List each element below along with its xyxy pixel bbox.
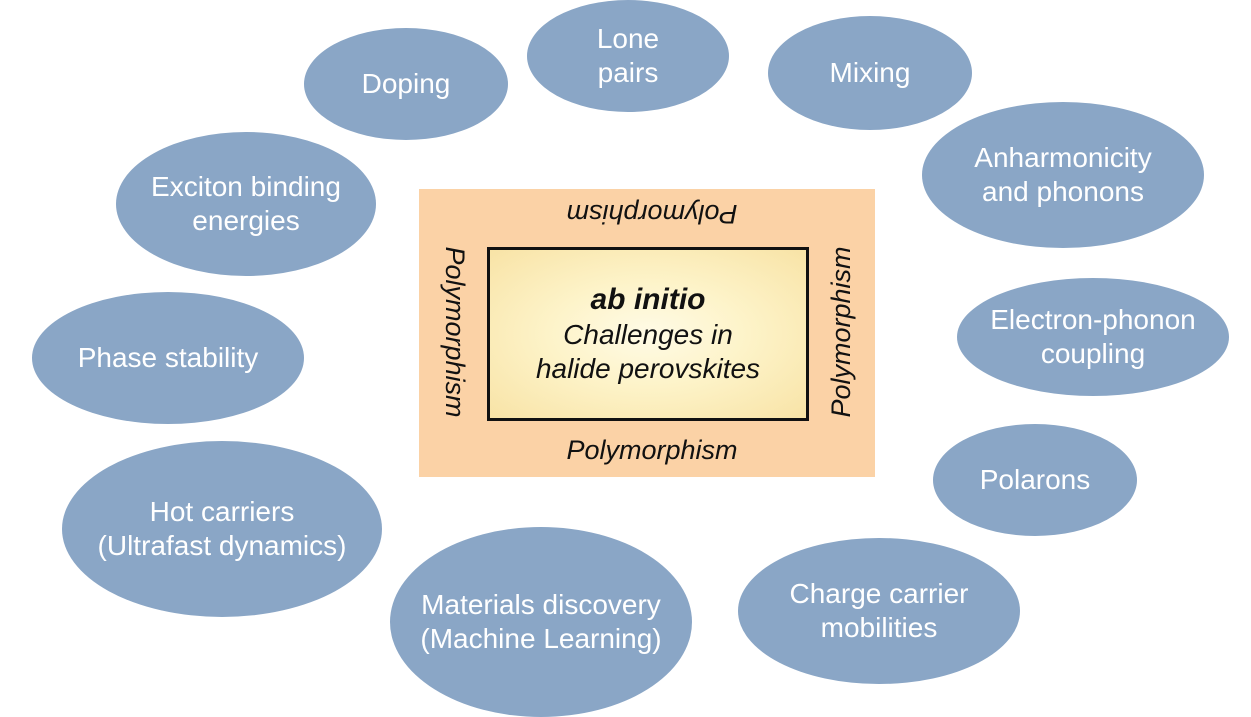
bubble-hot-carriers-line1: Hot carriers bbox=[149, 496, 295, 527]
bubble-lone-pairs-line2: pairs bbox=[597, 57, 659, 88]
bubble-hot-carriers-line2: (Ultrafast dynamics) bbox=[97, 530, 347, 561]
bubble-exciton-binding-energies: Exciton binding energies bbox=[116, 132, 376, 276]
core-subtitle-line2: halide perovskites bbox=[535, 353, 761, 384]
bubble-electron-phonon-coupling: Electron-phonon coupling bbox=[957, 278, 1229, 396]
bubble-anharmonicity-line2: and phonons bbox=[982, 176, 1144, 207]
bubble-doping-label: Doping bbox=[361, 68, 451, 99]
bubble-electron-phonon-line1: Electron-phonon bbox=[990, 304, 1196, 335]
frame-label-bottom: Polymorphism bbox=[566, 435, 738, 465]
core-box: ab initio Challenges in halide perovskit… bbox=[487, 247, 809, 421]
bubble-mixing-label: Mixing bbox=[829, 57, 911, 88]
bubble-phase-stability: Phase stability bbox=[32, 292, 304, 424]
bubble-lone-pairs: Lone pairs bbox=[527, 0, 729, 112]
bubble-charge-carrier-mobilities: Charge carrier mobilities bbox=[738, 538, 1020, 684]
bubble-charge-carrier-line1: Charge carrier bbox=[789, 578, 969, 609]
bubble-hot-carriers: Hot carriers (Ultrafast dynamics) bbox=[62, 441, 382, 617]
bubble-anharmonicity-line1: Anharmonicity bbox=[974, 142, 1152, 173]
bubble-materials-discovery-line2: (Machine Learning) bbox=[420, 623, 662, 654]
bubble-charge-carrier-line2: mobilities bbox=[820, 612, 938, 643]
bubble-materials-discovery-line1: Materials discovery bbox=[421, 589, 661, 620]
frame-label-left: Polymorphism bbox=[440, 246, 470, 418]
bubble-polarons: Polarons bbox=[933, 424, 1137, 536]
frame-label-right: Polymorphism bbox=[826, 246, 856, 418]
bubble-anharmonicity: Anharmonicity and phonons bbox=[922, 102, 1204, 248]
frame-label-top: Polymorphism bbox=[566, 199, 738, 229]
bubble-mixing: Mixing bbox=[768, 16, 972, 130]
core-subtitle-line1: Challenges in bbox=[563, 319, 733, 350]
bubble-phase-stability-label: Phase stability bbox=[77, 342, 259, 373]
bubble-lone-pairs-line1: Lone bbox=[596, 23, 660, 54]
core-title: ab initio bbox=[590, 283, 706, 316]
bubble-exciton-line1: Exciton binding bbox=[151, 171, 341, 202]
bubble-materials-discovery: Materials discovery (Machine Learning) bbox=[390, 527, 692, 717]
bubble-doping: Doping bbox=[304, 28, 508, 140]
bubble-electron-phonon-line2: coupling bbox=[1040, 338, 1146, 369]
bubble-exciton-line2: energies bbox=[192, 205, 300, 236]
bubble-polarons-label: Polarons bbox=[979, 464, 1091, 495]
